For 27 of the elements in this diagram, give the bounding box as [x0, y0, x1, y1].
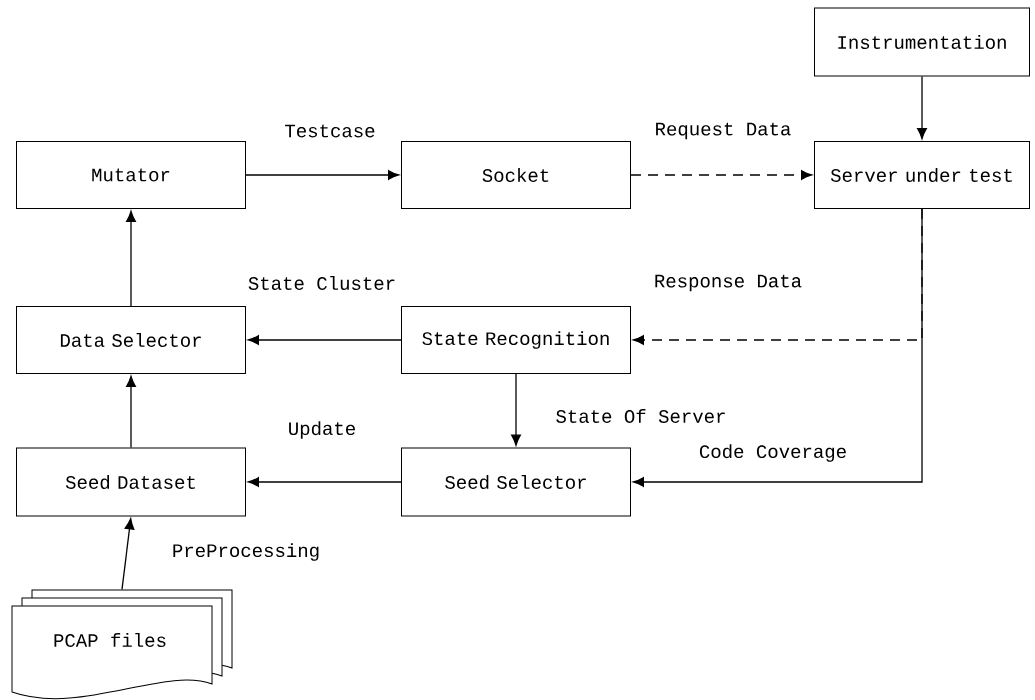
process-box: Mutator [16, 141, 246, 209]
process-box: Data Selector [16, 306, 246, 374]
arrow [126, 375, 136, 449]
arrow [245, 170, 400, 180]
edge-label: Testcase [283, 123, 377, 139]
edge-label: Response Data [652, 273, 804, 293]
document-stack-drawing: PCAP files [11, 589, 233, 699]
process-box: Server under test [814, 141, 1030, 209]
process-box: Socket [401, 141, 631, 209]
arrow [630, 170, 813, 180]
edge-label: State Cluster [246, 275, 398, 291]
arrow [247, 477, 402, 487]
edge-label: Code Coverage [697, 443, 849, 463]
arrow [126, 210, 136, 307]
process-box: Seed Dataset [16, 447, 246, 517]
edge-label: Request Data [653, 121, 793, 141]
arrow [121, 518, 135, 590]
edge-label: Update [286, 420, 358, 440]
edge-label: State Of Server [554, 408, 728, 424]
arrow [511, 373, 521, 446]
arrow [632, 208, 923, 487]
process-box: State Recognition [401, 306, 631, 374]
arrow [917, 75, 927, 140]
process-box: Instrumentation [814, 7, 1030, 77]
edge-label: PreProcessing [170, 542, 322, 562]
arrow [247, 335, 402, 345]
process-box: Seed Selector [401, 447, 631, 517]
